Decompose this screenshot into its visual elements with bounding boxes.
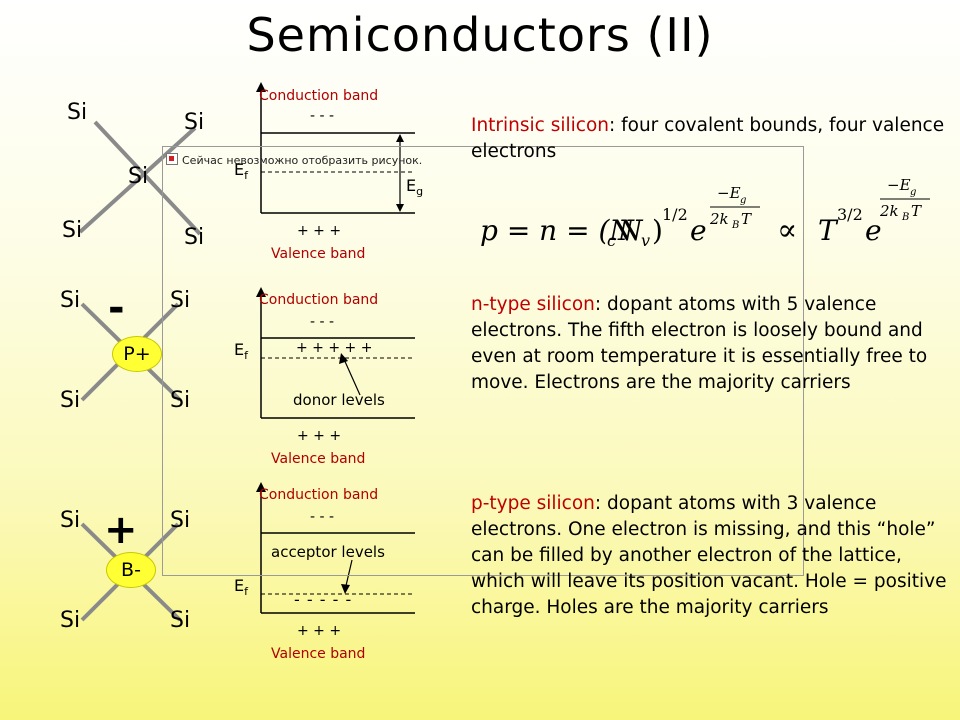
donor-levels-label: donor levels bbox=[293, 391, 385, 409]
fermi-level-label: Ef bbox=[234, 160, 248, 183]
si-atom: Si bbox=[170, 388, 191, 413]
ptype-description: p-type silicon: dopant atoms with 3 vale… bbox=[471, 493, 947, 618]
phosphorus-atom: P+ bbox=[112, 336, 162, 372]
broken-image-icon bbox=[166, 153, 178, 165]
valence-band-label: Valence band bbox=[271, 451, 366, 467]
electron-marks: - - - bbox=[310, 509, 335, 525]
placeholder-message: Сейчас невозможно отобразить рисунок. bbox=[182, 154, 423, 167]
svg-text:1/2: 1/2 bbox=[662, 205, 688, 224]
si-atom: Si bbox=[170, 508, 191, 533]
broken-image-placeholder: Сейчас невозможно отобразить рисунок. bbox=[162, 146, 804, 576]
si-atom: Si bbox=[170, 288, 191, 313]
svg-text:c: c bbox=[607, 231, 616, 250]
acceptor-levels-label: acceptor levels bbox=[271, 543, 385, 561]
si-atom: Si bbox=[60, 608, 81, 633]
svg-text:3/2: 3/2 bbox=[837, 205, 863, 224]
svg-text:N: N bbox=[617, 214, 644, 247]
conduction-band-label: Conduction band bbox=[259, 292, 379, 308]
fermi-level-label: Ef bbox=[234, 340, 248, 363]
svg-text:−E: −E bbox=[717, 184, 741, 202]
boron-atom: B- bbox=[106, 552, 156, 588]
svg-text:): ) bbox=[652, 214, 663, 247]
svg-text:B: B bbox=[901, 212, 909, 223]
conduction-band-label: Conduction band bbox=[259, 487, 379, 503]
svg-text:T: T bbox=[911, 202, 922, 220]
si-atom: Si bbox=[184, 225, 205, 250]
svg-text:v: v bbox=[641, 231, 650, 250]
intrinsic-bonds bbox=[78, 120, 202, 236]
valence-band-label: Valence band bbox=[271, 646, 366, 662]
electron-marks: - - - bbox=[310, 108, 335, 124]
conduction-band-label: Conduction band bbox=[259, 88, 379, 104]
ntype-term: n-type silicon bbox=[471, 294, 595, 315]
si-atom: Si bbox=[60, 388, 81, 413]
intrinsic-description: Intrinsic silicon: four covalent bounds,… bbox=[471, 115, 945, 162]
svg-text:2k: 2k bbox=[879, 202, 899, 220]
svg-text:g: g bbox=[740, 195, 746, 206]
si-atom-center: Si bbox=[128, 164, 149, 189]
formula-lhs: p = n = (N bbox=[480, 214, 635, 247]
hole-marks: + + + bbox=[297, 223, 342, 239]
acceptor-level-marks: - - - - - bbox=[294, 590, 353, 609]
svg-text:T: T bbox=[741, 210, 752, 228]
svg-text:−E: −E bbox=[887, 176, 911, 194]
fermi-level-label: Ef bbox=[234, 576, 248, 599]
electron-marks: - - - bbox=[310, 314, 335, 330]
si-atom: Si bbox=[60, 508, 81, 533]
positive-charge: + bbox=[104, 507, 138, 553]
svg-text:e: e bbox=[690, 214, 707, 247]
si-atom: Si bbox=[60, 288, 81, 313]
svg-text:B: B bbox=[731, 220, 739, 231]
svg-text:T: T bbox=[818, 214, 839, 247]
si-atom: Si bbox=[62, 218, 83, 243]
svg-text:g: g bbox=[910, 187, 916, 198]
hole-marks: + + + bbox=[297, 428, 342, 444]
svg-text:2k: 2k bbox=[709, 210, 729, 228]
carrier-concentration-formula: p = n = (N c N v ) 1/2 e −E g 2k B T ∝ T… bbox=[480, 176, 930, 250]
band-gap-label: Eg bbox=[406, 176, 424, 199]
donor-level-marks: + + + + + bbox=[296, 340, 373, 356]
si-atom: Si bbox=[170, 608, 191, 633]
band-diagram-ntype bbox=[256, 287, 415, 419]
band-diagram-intrinsic bbox=[256, 82, 415, 214]
si-atom: Si bbox=[184, 110, 205, 135]
svg-text:∝: ∝ bbox=[777, 213, 797, 248]
ptype-term: p-type silicon bbox=[471, 493, 595, 514]
si-atom: Si bbox=[67, 100, 88, 125]
ntype-description: n-type silicon: dopant atoms with 5 vale… bbox=[471, 294, 928, 393]
intrinsic-term: Intrinsic silicon bbox=[471, 115, 610, 136]
svg-text:e: e bbox=[865, 214, 882, 247]
hole-marks: + + + bbox=[297, 623, 342, 639]
negative-charge: - bbox=[108, 285, 125, 331]
page-title: Semiconductors (II) bbox=[246, 8, 714, 62]
valence-band-label: Valence band bbox=[271, 246, 366, 262]
